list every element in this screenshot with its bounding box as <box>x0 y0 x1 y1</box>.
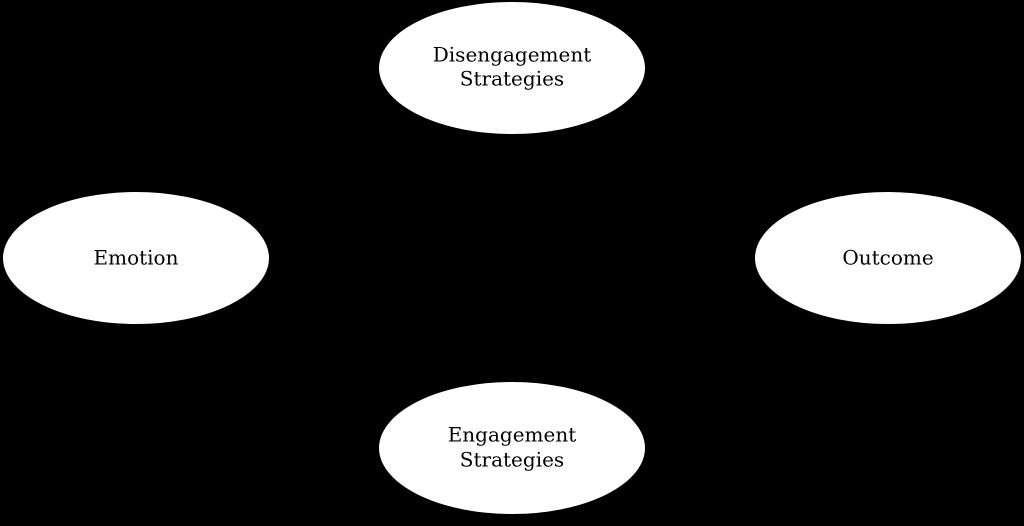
node-disengagement-label-line1: Disengagement <box>433 43 592 67</box>
node-outcome-ellipse <box>753 190 1023 326</box>
node-engagement-label-line1: Engagement <box>448 423 577 447</box>
node-emotion-label: Emotion <box>94 246 179 270</box>
node-disengagement-label-line2: Strategies <box>460 67 564 91</box>
node-disengagement-strategies: Disengagement Strategies <box>377 0 647 136</box>
node-engagement-ellipse <box>377 380 647 516</box>
node-disengagement-ellipse <box>377 0 647 136</box>
node-engagement-label-line2: Strategies <box>460 448 564 472</box>
node-outcome: Outcome <box>753 190 1023 326</box>
node-emotion: Emotion <box>1 190 271 326</box>
node-outcome-label: Outcome <box>842 246 933 270</box>
node-emotion-ellipse <box>1 190 271 326</box>
node-engagement-strategies: Engagement Strategies <box>377 380 647 516</box>
